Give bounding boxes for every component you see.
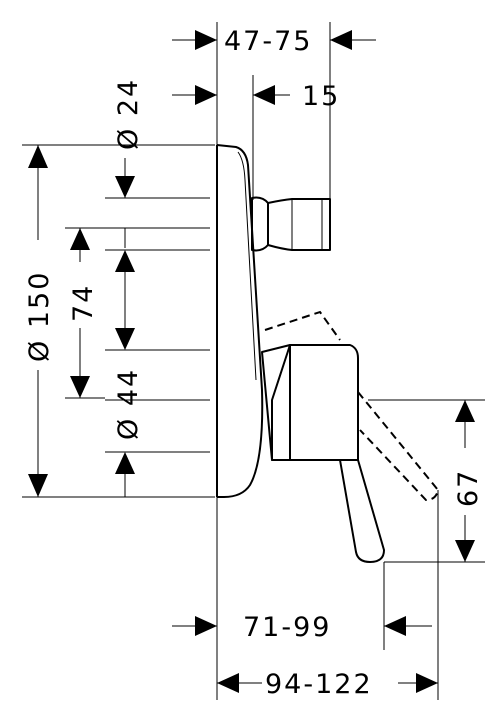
arrow-head — [330, 30, 352, 50]
arrow-head — [253, 85, 275, 105]
arrow-head — [217, 673, 239, 693]
dim-label-projection-total: 94-122 — [265, 669, 373, 700]
dim-label-top-offset: 15 — [302, 81, 340, 112]
dim-label-lever-diameter: Ø 44 — [113, 368, 144, 440]
dim-label-rosette-diameter: Ø 24 — [113, 78, 144, 150]
knob-base — [251, 196, 269, 252]
plate-contour — [237, 151, 257, 381]
dimension-lever-height: 67 — [368, 399, 485, 563]
arrow-head — [70, 228, 90, 250]
plate-outline — [216, 144, 264, 498]
dimension-top-offset: 15 — [172, 75, 340, 200]
dim-label-plate-diameter: Ø 150 — [24, 271, 55, 362]
arrow-head — [115, 250, 135, 272]
arrow-head — [195, 85, 217, 105]
dimension-vertical-spacing: 74 — [65, 227, 105, 399]
mixer-lever — [261, 310, 440, 563]
arrow-head — [115, 176, 135, 198]
arrow-head — [115, 452, 135, 474]
arrow-head — [28, 145, 48, 168]
arrow-head — [115, 328, 135, 350]
dimension-plate-diameter: Ø 150 — [22, 144, 215, 498]
lever-base — [261, 344, 291, 461]
dimension-lever-diameter: Ø 44 — [105, 249, 210, 497]
arrow-head — [195, 616, 217, 636]
dimension-projection-inner: 71-99 — [172, 497, 432, 700]
dimension-projection-total: 94-122 — [217, 490, 439, 700]
arrow-head — [455, 400, 475, 422]
diverter-knob — [251, 196, 331, 252]
dim-label-lever-height: 67 — [453, 469, 484, 507]
dimension-top-width: 47-75 — [172, 22, 376, 200]
arrow-head — [416, 673, 438, 693]
dim-label-vertical-spacing: 74 — [68, 284, 99, 322]
dimension-rosette-diameter: Ø 24 — [105, 78, 210, 248]
arrow-head — [28, 474, 48, 497]
arrow-head — [195, 30, 217, 50]
dim-label-top-width: 47-75 — [224, 26, 312, 57]
wall-plate — [216, 144, 264, 498]
lever-handle — [339, 459, 385, 563]
lever-body — [271, 344, 359, 461]
dim-label-projection-inner: 71-99 — [243, 612, 331, 643]
arrow-head — [70, 376, 90, 398]
arrow-head — [384, 616, 406, 636]
arrow-head — [455, 540, 475, 562]
lever-alt-position — [264, 310, 440, 502]
knob-body — [267, 198, 331, 251]
